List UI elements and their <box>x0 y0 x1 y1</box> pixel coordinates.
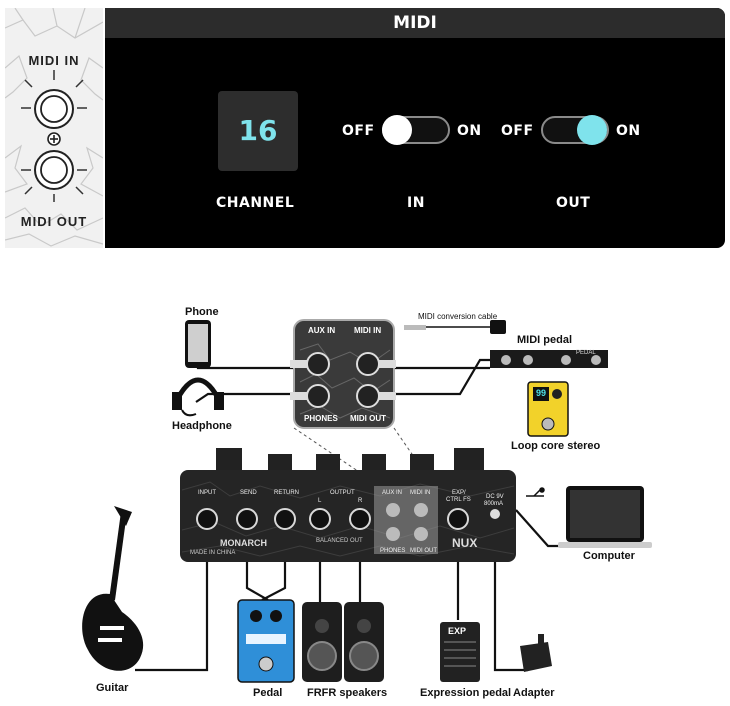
device-dc-label: DC 9V <box>486 494 504 500</box>
midi-out-jack-icon <box>34 150 74 190</box>
headphone-label: Headphone <box>172 420 232 432</box>
zoom-midi-out-label: MIDI OUT <box>350 414 386 423</box>
in-toggle-off-text: OFF <box>342 123 375 139</box>
out-toggle-on-text: ON <box>616 123 641 139</box>
in-toggle-on-text: ON <box>457 123 482 139</box>
diagram-graphics <box>82 319 652 683</box>
pedal-icon <box>237 599 295 683</box>
frfr-speakers-icon <box>302 602 384 682</box>
device-send-label: SEND <box>240 490 257 496</box>
device-midi-in-label: MIDI IN <box>410 490 431 496</box>
zoom-midi-in-label: MIDI IN <box>354 326 382 335</box>
pedal-bar-text: PEDAL <box>576 350 596 356</box>
usb-icon <box>526 487 545 497</box>
adapter-icon <box>520 634 552 672</box>
guitar-label: Guitar <box>96 682 129 694</box>
device-midi-out-label: MIDI OUT <box>410 548 437 554</box>
phone-icon <box>185 320 211 368</box>
device-ctrl-label: CTRL FS <box>446 497 471 503</box>
midi-control-panel: MIDI 16 CHANNEL OFF ON IN OFF ON OUT <box>105 8 725 248</box>
midi-settings-panel: MIDI IN MIDI OUT MIDI 16 CHANNEL OFF ON … <box>0 0 730 250</box>
midi-cable-icon <box>404 320 506 334</box>
loop-display-text: 99 <box>536 388 547 398</box>
connection-diagram: Phone Headphone MIDI conversion cable MI… <box>0 290 730 706</box>
midi-out-toggle[interactable] <box>541 115 609 145</box>
toggle-knob <box>382 115 412 145</box>
screw-icon <box>47 132 61 146</box>
device-exp-label: EXP/ <box>452 490 466 496</box>
channel-value-display[interactable]: 16 <box>218 91 298 171</box>
midi-in-toggle[interactable] <box>382 115 450 145</box>
out-toggle-label: OUT <box>556 195 591 211</box>
jack-label-midi-in: MIDI IN <box>28 53 80 68</box>
device-phones-label: PHONES <box>380 548 406 554</box>
device-out-r-label: R <box>358 498 363 504</box>
toggle-knob <box>577 115 607 145</box>
expression-pedal-icon <box>440 622 480 682</box>
out-toggle-off-text: OFF <box>501 123 534 139</box>
device-out-l-label: L <box>318 498 322 504</box>
device-aux-in-label: AUX IN <box>382 490 403 496</box>
jack-zoom-box <box>290 319 396 429</box>
expression-pedal-label: Expression pedal <box>420 687 512 699</box>
device-return-label: RETURN <box>274 490 299 496</box>
adapter-label: Adapter <box>513 687 555 699</box>
loop-core-label: Loop core stereo <box>511 440 601 452</box>
midi-cable-label: MIDI conversion cable <box>418 312 498 321</box>
device-balanced-out: BALANCED OUT <box>316 538 363 544</box>
computer-icon <box>558 486 652 548</box>
phone-label: Phone <box>185 306 219 318</box>
monarch-device <box>180 448 516 562</box>
in-toggle-label: IN <box>407 195 425 211</box>
panel-title: MIDI <box>105 8 725 38</box>
midi-pedal-label: MIDI pedal <box>517 334 573 346</box>
computer-label: Computer <box>583 550 635 562</box>
device-ma-label: 800mA <box>484 501 504 507</box>
device-made-in: MADE IN CHINA <box>190 550 236 556</box>
guitar-icon <box>82 506 144 671</box>
jack-label-midi-out: MIDI OUT <box>20 214 88 229</box>
headphone-icon <box>172 377 224 417</box>
midi-jack-illustration: MIDI IN MIDI OUT <box>5 8 103 248</box>
pedal-label: Pedal <box>253 687 283 699</box>
frfr-label: FRFR speakers <box>307 687 388 699</box>
cracked-pattern <box>5 8 103 247</box>
device-brand-left: MONARCH <box>220 538 267 548</box>
zoom-aux-in-label: AUX IN <box>308 326 336 335</box>
midi-in-jack-icon <box>34 89 74 129</box>
exp-text: EXP <box>448 626 467 636</box>
device-input-label: INPUT <box>198 490 216 496</box>
midi-pedal-icon <box>490 350 608 368</box>
device-brand-right: NUX <box>452 536 478 550</box>
zoom-phones-label: PHONES <box>304 414 338 423</box>
loop-core-pedal-icon <box>527 381 569 437</box>
device-output-label: OUTPUT <box>330 490 355 496</box>
channel-label: CHANNEL <box>216 195 295 211</box>
